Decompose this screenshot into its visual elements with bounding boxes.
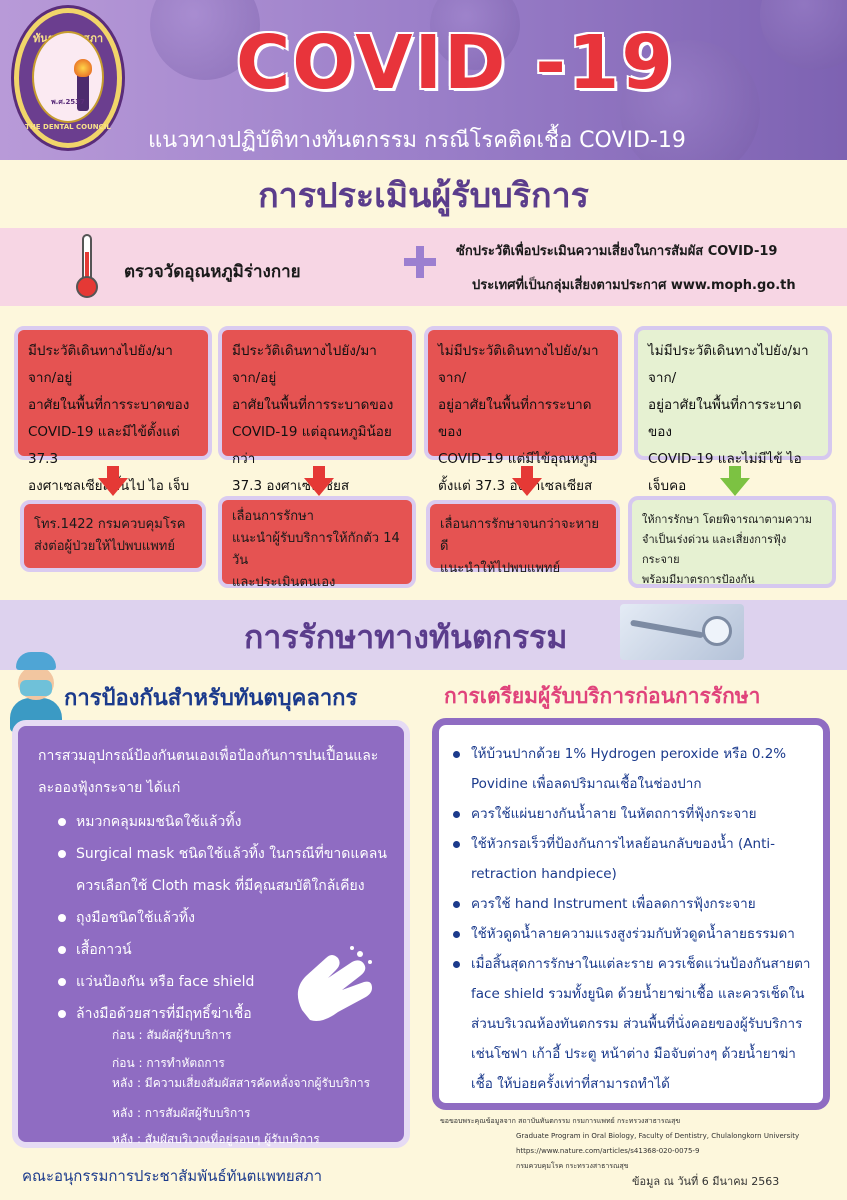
logo-bottom-text: THE DENTAL COUNCIL xyxy=(25,123,111,131)
handwash-sub-item: ก่อน : การทำหัตถการ xyxy=(112,1056,225,1070)
list-item: ให้บ้วนปากด้วย 1% Hydrogen peroxide หรือ… xyxy=(453,739,813,799)
list-item: ควรใช้ hand Instrument เพื่อลดการฟุ้งกระ… xyxy=(453,889,813,919)
case-line: มีประวัติเดินทางไปยัง/มาจาก/อยู่ xyxy=(232,343,377,386)
handwash-sub-item: หลัง : สัมผัสบริเวณที่อยู่รอบๆ ผู้รับบริ… xyxy=(112,1132,320,1146)
case-line: COVID-19 และมีไข้ตั้งแต่ 37.3 xyxy=(28,424,180,467)
footer-organization: คณะอนุกรรมการประชาสัมพันธ์ทันตแพทยสภา xyxy=(22,1167,323,1185)
case-line: เจ็บคอ xyxy=(648,478,687,494)
protection-list: หมวกคลุมผมชนิดใช้แล้วทิ้ง Surgical mask … xyxy=(58,806,398,1030)
preparation-list: ให้บ้วนปากด้วย 1% Hydrogen peroxide หรือ… xyxy=(453,739,813,1099)
protection-intro: การสวมอุปกรณ์ป้องกันตนเองเพื่อป้องกันการ… xyxy=(38,748,379,796)
case-line: COVID-19 และไม่มีไข้ ไอ xyxy=(648,451,802,467)
arrow-down-icon xyxy=(512,466,542,496)
result-line: แนะนำผู้รับบริการให้กักตัว 14 วัน xyxy=(232,531,400,568)
arrow-down-icon xyxy=(98,466,128,496)
result-line: จำเป็นเร่งด่วน และเสี่ยงการฟุ้งกระจาย xyxy=(642,533,787,566)
list-item: เสื้อกาวน์ xyxy=(58,934,398,966)
page-title: COVID -19 xyxy=(236,20,675,106)
page-subtitle: แนวทางปฏิบัติทางทันตกรรม กรณีโรคติดเชื้อ… xyxy=(148,128,686,153)
case-line: อยู่อาศัยในพื้นที่การระบาดของ xyxy=(648,397,802,440)
credit-line: Graduate Program in Oral Biology, Facult… xyxy=(516,1132,800,1140)
result-line: เลื่อนการรักษาจนกว่าจะหายดี xyxy=(440,517,600,554)
result-line: เลื่อนการรักษา xyxy=(232,509,314,524)
virus-decoration xyxy=(760,0,847,70)
list-item: ล้างมือด้วยสารที่มีฤทธิ์ฆ่าเชื้อ xyxy=(58,998,398,1030)
header-banner: ทันตแพทยสภา พ.ศ.2537 THE DENTAL COUNCIL … xyxy=(0,0,847,160)
dental-mirror-image xyxy=(620,604,744,660)
case-line: COVID-19 แต่อุณหภูมิน้อยกว่า xyxy=(232,424,392,467)
case-line: มีประวัติเดินทางไปยัง/มาจาก/อยู่ xyxy=(28,343,173,386)
result-line: และประเมินตนเอง xyxy=(232,575,336,590)
result-card-3: เลื่อนการรักษาจนกว่าจะหายดี แนะนำให้ไปพบ… xyxy=(426,500,620,576)
virus-decoration xyxy=(620,40,760,160)
patient-preparation-panel: ให้บ้วนปากด้วย 1% Hydrogen peroxide หรือ… xyxy=(432,718,830,1110)
result-line: ให้การรักษา โดยพิจารณาตามความ xyxy=(642,513,813,526)
result-line: พร้อมมีมาตรการป้องกัน xyxy=(642,573,755,586)
list-item: ใช้หัวดูดน้ำลายความแรงสูงร่วมกับหัวดูดน้… xyxy=(453,919,813,949)
case-line: COVID-19 แต่มีไข้อุณหภูมิ xyxy=(438,451,598,467)
history-check-text: ซักประวัติเพื่อประเมินความเสี่ยงในการสัม… xyxy=(456,244,778,259)
plus-icon xyxy=(404,246,436,278)
logo-year-text: พ.ศ.2537 xyxy=(51,98,85,106)
credits-block: ขอขอบพระคุณข้อมูลจาก สถาบันทันตกรรม กรมก… xyxy=(440,1114,840,1174)
torch-icon xyxy=(77,71,89,111)
flame-icon xyxy=(74,59,92,77)
result-line: ส่งต่อผู้ป่วยให้ไปพบแพทย์ xyxy=(34,539,175,554)
result-line: แนะนำให้ไปพบแพทย์ xyxy=(440,561,561,576)
handwash-sub-item: หลัง : การสัมผัสผู้รับบริการ xyxy=(112,1106,251,1120)
staff-protection-panel: การสวมอุปกรณ์ป้องกันตนเองเพื่อป้องกันการ… xyxy=(12,720,410,1148)
case-line: ไม่มีประวัติเดินทางไปยัง/มาจาก/ xyxy=(648,343,809,386)
arrow-down-icon xyxy=(304,466,334,496)
case-line: อาศัยในพื้นที่การระบาดของ xyxy=(28,397,190,413)
credit-line: ขอขอบพระคุณข้อมูลจาก สถาบันทันตกรรม กรมก… xyxy=(440,1117,681,1125)
risk-country-text: ประเทศที่เป็นกลุ่มเสี่ยงตามประกาศ www.mo… xyxy=(472,278,796,293)
thermometer-icon xyxy=(76,234,98,298)
dental-council-logo: ทันตแพทยสภา พ.ศ.2537 THE DENTAL COUNCIL xyxy=(14,8,122,148)
temperature-check-text: ตรวจวัดอุณหภูมิร่างกาย xyxy=(124,262,301,282)
case-card-2: มีประวัติเดินทางไปยัง/มาจาก/อยู่ อาศัยใน… xyxy=(218,326,416,494)
case-line: อยู่อาศัยในพื้นที่การระบาดของ xyxy=(438,397,592,440)
treatment-heading: การรักษาทางทันตกรรม xyxy=(244,618,568,656)
list-item: ถุงมือชนิดใช้แล้วทิ้ง xyxy=(58,902,398,934)
list-item: หมวกคลุมผมชนิดใช้แล้วทิ้ง xyxy=(58,806,398,838)
logo-emblem xyxy=(32,31,104,123)
case-card-4: ไม่มีประวัติเดินทางไปยัง/มาจาก/ อยู่อาศั… xyxy=(634,326,832,494)
handwash-sub-item: ก่อน : สัมผัสผู้รับบริการ xyxy=(112,1028,232,1042)
assessment-heading: การประเมินผู้รับบริการ xyxy=(258,176,589,216)
list-item: ใช้หัวกรอเร็วที่ป้องกันการไหลย้อนกลับของ… xyxy=(453,829,813,889)
credit-line: https://www.nature.com/articles/s41368-0… xyxy=(516,1147,700,1155)
case-card-3: ไม่มีประวัติเดินทางไปยัง/มาจาก/ อยู่อาศั… xyxy=(424,326,622,521)
result-card-4: ให้การรักษา โดยพิจารณาตามความ จำเป็นเร่ง… xyxy=(628,496,836,588)
footer-date: ข้อมูล ณ วันที่ 6 มีนาคม 2563 xyxy=(632,1175,780,1188)
case-line: อาศัยในพื้นที่การระบาดของ xyxy=(232,397,394,413)
result-card-1: โทร.1422 กรมควบคุมโรค ส่งต่อผู้ป่วยให้ไป… xyxy=(20,500,206,572)
list-item: ควรใช้แผ่นยางกันน้ำลาย ในหัตถการที่ฟุ้งก… xyxy=(453,799,813,829)
result-card-2: เลื่อนการรักษา แนะนำผู้รับบริการให้กักตั… xyxy=(218,496,416,590)
result-line: โทร.1422 กรมควบคุมโรค xyxy=(34,517,186,532)
arrow-down-icon xyxy=(720,466,750,496)
credit-line: กรมควบคุมโรค กระทรวงสาธารณสุข xyxy=(516,1162,629,1170)
handwash-icon xyxy=(297,946,372,1021)
staff-protection-heading: การป้องกันสำหรับทันตบุคลากร xyxy=(64,686,358,711)
case-card-1: มีประวัติเดินทางไปยัง/มาจาก/อยู่ อาศัยใน… xyxy=(14,326,212,521)
list-item: Surgical mask ชนิดใช้แล้วทิ้ง ในกรณีที่ข… xyxy=(58,838,398,902)
list-item: แว่นป้องกัน หรือ face shield xyxy=(58,966,398,998)
case-line: ไม่มีประวัติเดินทางไปยัง/มาจาก/ xyxy=(438,343,599,386)
patient-preparation-heading: การเตรียมผู้รับบริการก่อนการรักษา xyxy=(444,684,761,708)
handwash-sub-item: หลัง : มีความเสี่ยงสัมผัสสารคัดหลั่งจากผ… xyxy=(112,1076,371,1090)
virus-decoration xyxy=(430,0,520,70)
list-item: เมื่อสิ้นสุดการรักษาในแต่ละราย ควรเช็ดแว… xyxy=(453,949,813,1099)
